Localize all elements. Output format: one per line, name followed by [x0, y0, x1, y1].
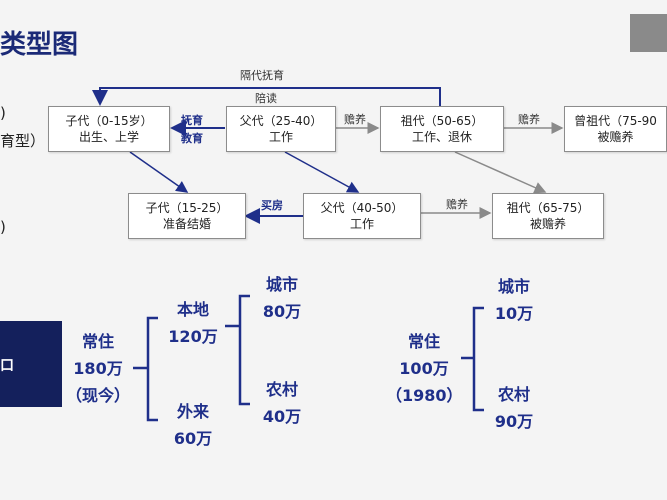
migrant-value: 60万	[173, 429, 213, 448]
label-educate: 教育	[181, 132, 203, 145]
rural-label: 农村	[265, 380, 298, 399]
label-raise: 抚育	[181, 114, 203, 127]
local-value: 120万	[168, 327, 218, 346]
box-line2: 准备结婚	[162, 217, 211, 231]
urban-label: 城市	[497, 277, 530, 296]
label-skip-generation-2: 陪读	[255, 92, 277, 105]
population-1980-brackets	[461, 306, 484, 412]
population-now-urban: 城市 80万	[250, 271, 314, 325]
box-line2: 被赡养	[529, 217, 566, 231]
box-line1: 祖代（50-65）	[400, 114, 484, 128]
box-grand-65-75: 祖代（65-75） 被赡养	[492, 193, 604, 239]
box-line2: 出生、上学	[78, 130, 139, 144]
urban-value: 80万	[262, 302, 302, 321]
box-line1: 子代（0-15岁）	[65, 114, 153, 128]
box-line1: 曾祖代（75-90	[574, 114, 657, 128]
left-fragment-top: )	[0, 104, 6, 122]
left-fragment-mid: )	[0, 218, 6, 236]
grand-aging-arrow	[454, 151, 547, 194]
label-support-1: 赡养	[344, 113, 366, 126]
parent-aging-arrow	[284, 151, 360, 193]
box-child-0-15: 子代（0-15岁） 出生、上学	[48, 106, 170, 152]
box-child-15-25: 子代（15-25） 准备结婚	[128, 193, 246, 239]
label-buy-house: 买房	[261, 199, 283, 212]
box-line2: 被赡养	[597, 130, 634, 144]
rural-label: 农村	[497, 385, 530, 404]
resident-label: 常住	[407, 332, 440, 351]
box-great-75-90: 曾祖代（75-90 被赡养	[564, 106, 667, 152]
population-now-local: 本地 120万	[160, 296, 226, 350]
migrant-label: 外来	[176, 402, 209, 421]
box-line2: 工作、退休	[411, 130, 472, 144]
gray-placeholder-block	[630, 14, 667, 52]
box-grand-50-65: 祖代（50-65） 工作、退休	[380, 106, 504, 152]
label-skip-generation-1: 隔代抚育	[240, 69, 284, 82]
box-parent-40-50: 父代（40-50） 工作	[303, 193, 421, 239]
population-section-block: 口	[0, 321, 62, 407]
title-text: 类型图	[0, 30, 79, 60]
box-line1: 子代（15-25）	[145, 201, 229, 215]
resident-label: 常住	[81, 332, 114, 351]
box-line1: 父代（25-40）	[239, 114, 323, 128]
left-fragment-type: 育型）	[0, 132, 46, 150]
period-label: （1980）	[386, 386, 463, 405]
child-aging-arrow	[129, 151, 189, 193]
box-line1: 父代（40-50）	[320, 201, 404, 215]
resident-value: 100万	[399, 359, 449, 378]
population-block-label: 口	[0, 358, 14, 374]
rural-value: 90万	[494, 412, 534, 431]
urban-value: 10万	[494, 304, 534, 323]
box-line1: 祖代（65-75）	[506, 201, 590, 215]
period-label: （现今）	[65, 386, 130, 405]
skip-generation-arrow	[92, 87, 441, 106]
box-line2: 工作	[349, 217, 374, 231]
label-support-3: 赡养	[446, 198, 468, 211]
population-now-resident: 常住 180万 （现今）	[62, 328, 134, 409]
resident-value: 180万	[73, 359, 123, 378]
local-label: 本地	[176, 300, 209, 319]
rural-value: 40万	[262, 407, 302, 426]
box-line2: 工作	[268, 130, 293, 144]
population-now-migrant: 外来 60万	[160, 398, 226, 452]
population-1980-urban: 城市 10万	[484, 273, 544, 327]
population-1980-rural: 农村 90万	[484, 381, 544, 435]
label-support-2: 赡养	[518, 113, 540, 126]
box-parent-25-40: 父代（25-40） 工作	[226, 106, 336, 152]
population-now-brackets	[133, 294, 250, 422]
page-title: 类型图	[0, 24, 78, 61]
population-now-rural: 农村 40万	[250, 376, 314, 430]
urban-label: 城市	[265, 275, 298, 294]
population-1980-resident: 常住 100万 （1980）	[386, 328, 463, 409]
